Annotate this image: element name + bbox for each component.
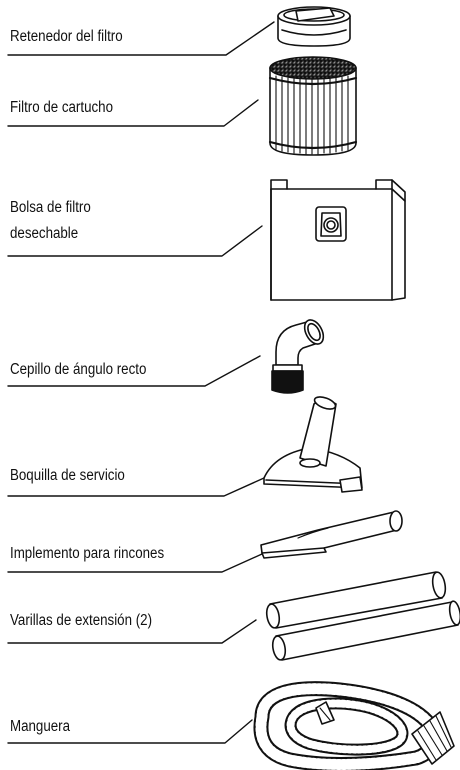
leader-hose: [7, 719, 253, 744]
utility-nozzle-icon: [263, 396, 363, 493]
label-hose: Manguera: [10, 718, 71, 735]
leader-cartridge-filter: [7, 99, 259, 127]
label-cartridge-filter: Filtro de cartucho: [10, 99, 113, 116]
crevice-tool-icon: [260, 510, 403, 559]
leader-filter-bag: [7, 225, 263, 257]
leader-extension-wands: [7, 619, 257, 644]
leader-crevice-tool: [7, 553, 263, 573]
cartridge-filter-icon: [268, 56, 358, 156]
leader-filter-retainer: [7, 21, 275, 56]
label-crevice-tool: Implemento para rincones: [10, 545, 165, 562]
label-utility-nozzle: Boquilla de servicio: [10, 467, 125, 484]
filter-retainer-icon: [277, 6, 351, 47]
label-filter-bag-line2: desechable: [10, 225, 79, 242]
label-right-angle-brush: Cepillo de ángulo recto: [10, 361, 147, 378]
filter-bag-icon: [270, 179, 406, 301]
label-extension-wands: Varillas de extensión (2): [10, 612, 153, 629]
leader-lines: [7, 21, 275, 744]
leader-right-angle-brush: [7, 355, 261, 387]
label-filter-retainer: Retenedor del filtro: [10, 28, 123, 45]
label-filter-bag-line1: Bolsa de filtro: [10, 199, 91, 216]
right-angle-brush-icon: [271, 319, 325, 394]
extension-wands-icon: [265, 571, 460, 661]
leader-utility-nozzle: [7, 477, 265, 497]
hose-icon: [253, 681, 455, 770]
